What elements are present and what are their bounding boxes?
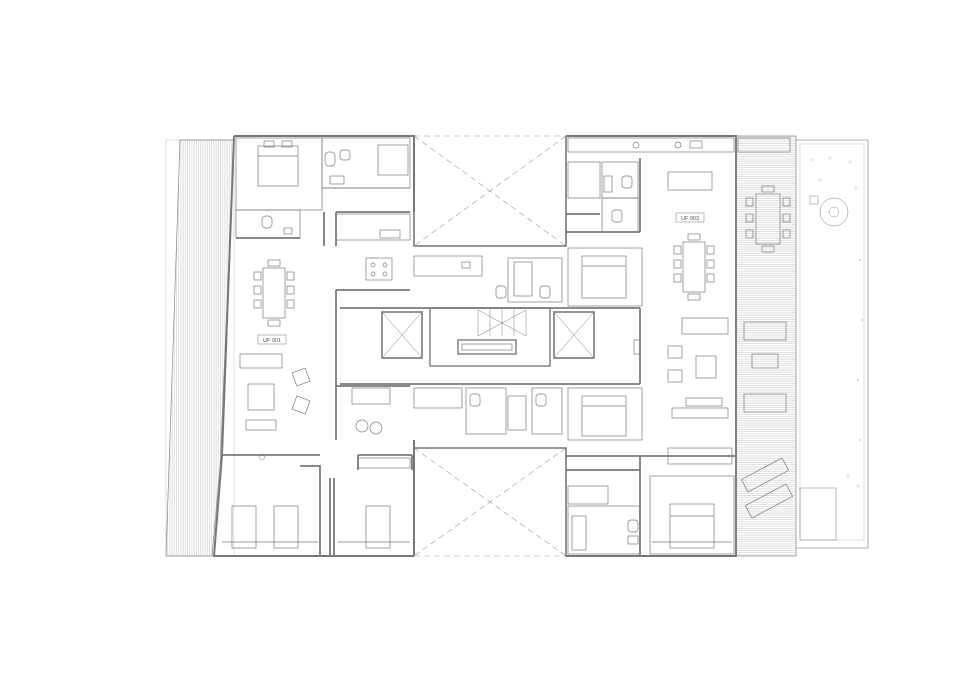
elevator-right [553, 311, 595, 359]
unit-label-box [257, 334, 287, 345]
living-furniture [667, 317, 729, 419]
bed [257, 145, 299, 187]
unit-label: UF 903 [681, 216, 699, 222]
kitchen [567, 137, 735, 153]
light-well-top [413, 135, 567, 247]
unit-label: UF 901 [263, 338, 281, 344]
kitchen-island [667, 171, 713, 191]
dining-table [253, 259, 295, 327]
elevator-left [381, 311, 423, 359]
kitchen [335, 213, 411, 241]
left-balcony [165, 139, 235, 557]
bathroom [567, 505, 641, 555]
kitchen-island [365, 257, 393, 281]
living-furniture [239, 353, 311, 431]
master-bedroom [649, 475, 735, 555]
planter-dots [810, 156, 864, 488]
master-bedroom [235, 137, 323, 211]
bedroom-single [338, 505, 410, 549]
bedroom-twin [222, 505, 318, 549]
unit-uf-901: UF 901 [212, 135, 415, 557]
terrace-lounge [740, 321, 794, 519]
light-well-bottom [413, 447, 567, 557]
staircase [429, 307, 551, 367]
bedroom [567, 247, 643, 307]
unit-uf-903: UF 903 [566, 135, 737, 557]
dining-table [673, 233, 715, 301]
terrace-dining [745, 185, 791, 253]
bedroom [567, 387, 643, 441]
terrace [735, 135, 869, 557]
unit-label-box [675, 212, 705, 223]
building-core [340, 135, 640, 557]
